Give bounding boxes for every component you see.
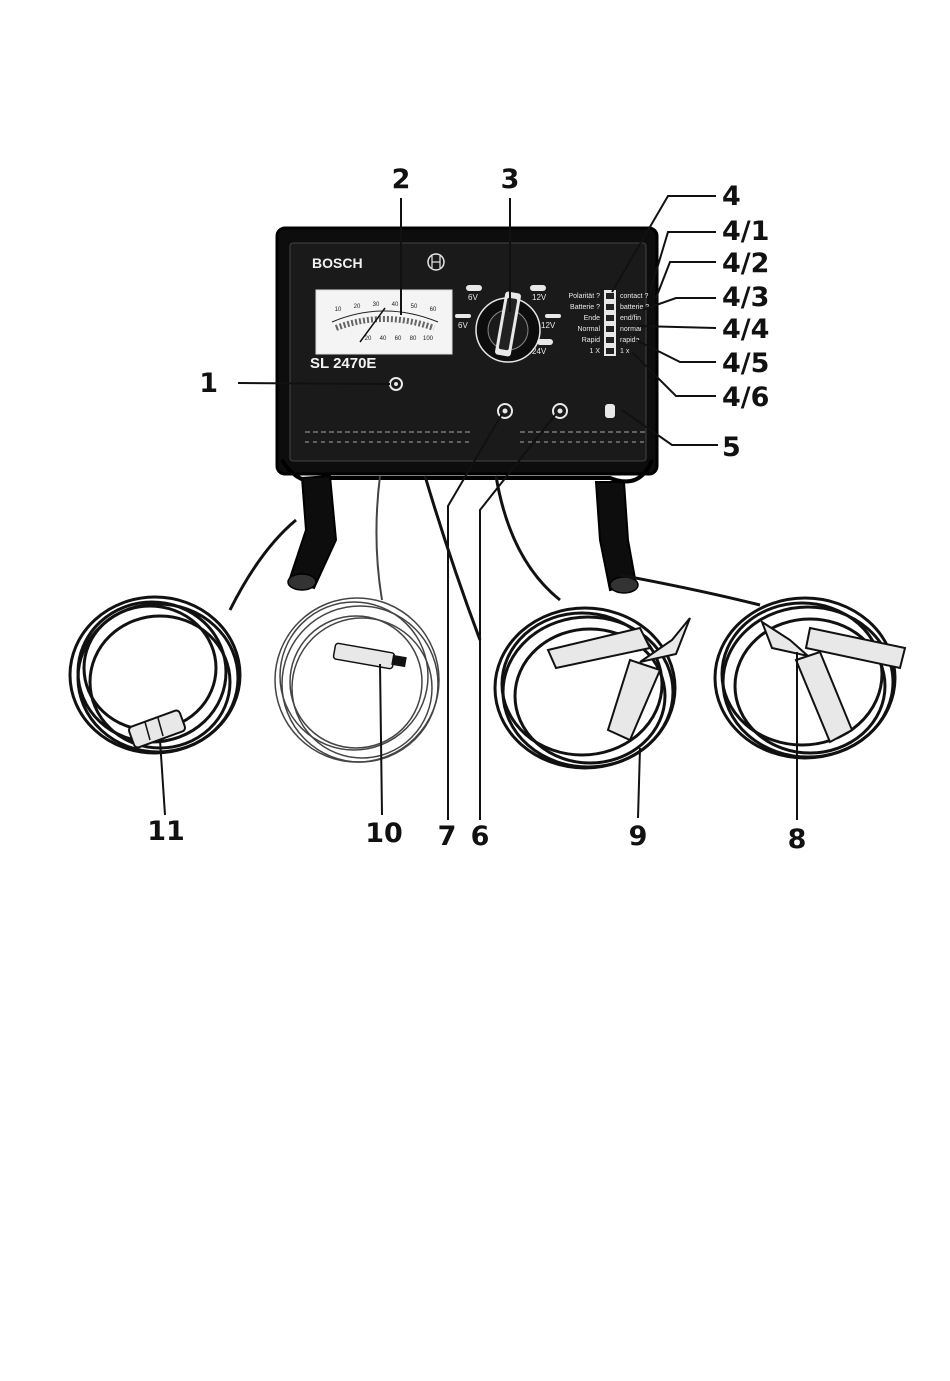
selector-label-6v: 6V	[468, 293, 478, 302]
callout-3: 3	[501, 164, 520, 195]
callout-4-2: 4/2	[722, 248, 769, 279]
callout-6: 6	[471, 821, 490, 852]
coil-thin-cable	[275, 598, 439, 762]
callout-4-6: 4/6	[722, 382, 769, 413]
meter-scale-label: 40	[392, 302, 399, 308]
left-handle	[288, 476, 336, 590]
indicator-label-left: Ende	[584, 315, 600, 322]
callout-5: 5	[722, 432, 741, 463]
meter-scale-label: 30	[373, 302, 380, 308]
callout-11: 11	[147, 816, 185, 847]
indicator-label-right: contact ?	[620, 293, 649, 300]
callout-1: 1	[199, 368, 218, 399]
selector-label-6v-left: 6V	[458, 321, 468, 330]
brand-label: BOSCH	[312, 255, 363, 271]
meter-scale-label: 60	[430, 307, 437, 313]
callout-4-1: 4/1	[722, 216, 769, 247]
callout-10: 10	[365, 818, 403, 849]
callout-7: 7	[438, 821, 457, 852]
callout-8: 8	[788, 824, 807, 855]
indicator-label-left: Normal	[577, 326, 600, 333]
indicator-lamp-column	[604, 290, 616, 356]
indicator-label-left: 1 X	[589, 348, 600, 355]
meter-scale-label: 10	[335, 307, 342, 313]
selector-label-12v-right: 12V	[541, 321, 556, 330]
indicator-label-left: Polarität ?	[568, 293, 600, 300]
model-label: SL 2470E	[310, 355, 376, 372]
callout-4-5: 4/5	[722, 348, 769, 379]
meter-scale-label: 40	[380, 336, 387, 342]
meter-scale-label: 60	[395, 336, 402, 342]
callout-4-4: 4/4	[722, 314, 769, 345]
callout-9: 9	[629, 821, 648, 852]
callout-4-3: 4/3	[722, 282, 769, 313]
indicator-label-left: Rapid	[582, 337, 600, 344]
indicator-label-right: end/fin	[620, 315, 641, 322]
meter-scale-label: 80	[410, 336, 417, 342]
meter-scale-label: 20	[354, 304, 361, 310]
selector-label-24v: 24V	[532, 347, 547, 356]
indicator-label-right: 1 x	[620, 348, 630, 355]
meter-scale-label: 100	[423, 336, 434, 342]
callout-2: 2	[392, 164, 411, 195]
ammeter	[316, 290, 452, 354]
indicator-label-left: Batterie ?	[570, 304, 600, 311]
indicator-label-right: normal	[620, 326, 642, 333]
meter-scale-label: 20	[365, 336, 372, 342]
clamp-9-icon	[548, 618, 690, 740]
meter-scale-label: 50	[411, 304, 418, 310]
selector-label-12v-top: 12V	[532, 293, 547, 302]
callout-4: 4	[722, 181, 741, 212]
plug-connector-icon	[333, 643, 407, 669]
